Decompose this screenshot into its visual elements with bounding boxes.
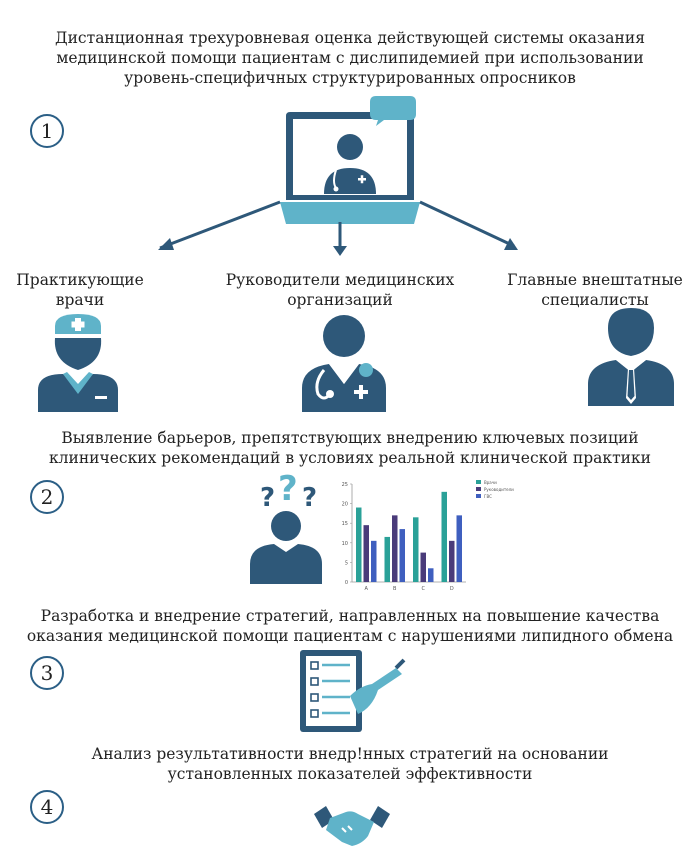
handshake-icon [314,806,390,846]
x-tick-label: D [450,586,454,592]
legend-swatch [476,480,481,484]
y-tick-label: 25 [342,482,348,488]
chart-bar [428,568,434,582]
laptop-doctor-icon [280,96,420,224]
chart-bar [392,515,398,582]
header-line: медицинской помощи пациентам с дислипиде… [56,49,644,67]
chart-bar [384,536,390,582]
chart-bar [363,525,369,582]
legend-label: ГВС [484,494,492,499]
arrow-left-icon [158,200,518,256]
specialist-icon [588,308,674,406]
step-3-text: Разработка и внедрение стратегий, направ… [26,607,674,645]
nurse-icon [38,314,118,412]
chart-bar [456,515,462,582]
step-4-text: Анализ результативности внедр!нных страт… [91,745,609,783]
chart-bar [441,491,447,582]
question-marks-icon: ? ? ? [250,469,322,584]
chart-bar [449,540,455,582]
role-label-managers: Руководители медицинских организаций [225,271,455,309]
x-tick-label: C [422,586,426,592]
svg-text:?: ? [278,469,298,509]
legend-swatch [476,494,481,498]
y-tick-label: 15 [342,521,348,527]
y-tick-label: 5 [345,560,348,566]
x-tick-label: A [365,586,369,592]
chart-bar [356,507,362,582]
role-label-specialists: Главные внештатные специалисты [507,271,683,309]
chart-bar [371,540,377,582]
legend-swatch [476,487,481,491]
step-3-number: 3 [30,656,64,690]
checklist-icon [300,650,406,732]
header-line: Дистанционная трехуровневая оценка дейст… [55,29,645,47]
role-label-doctors: Практикующие врачи [16,271,144,309]
y-tick-label: 20 [342,502,348,508]
legend-label: Руководители [484,487,514,492]
step-1-number: 1 [30,114,64,148]
svg-text:?: ? [260,483,275,513]
chart-bar [420,552,426,582]
step-2-text: Выявление барьеров, препятствующих внедр… [48,429,652,467]
header-title: Дистанционная трехуровневая оценка дейст… [0,28,700,88]
step-4-number: 4 [30,790,64,824]
chart-bar [399,529,405,582]
y-tick-label: 10 [342,541,348,547]
y-tick-label: 0 [345,580,348,586]
header-line: уровень-специфичных структурированных оп… [124,69,576,87]
legend-label: Врачи [484,480,497,485]
svg-text:?: ? [302,483,317,513]
x-tick-label: B [393,586,397,592]
step-2-number: 2 [30,480,64,514]
chart-bar [413,517,419,582]
doctor-icon [302,315,386,412]
